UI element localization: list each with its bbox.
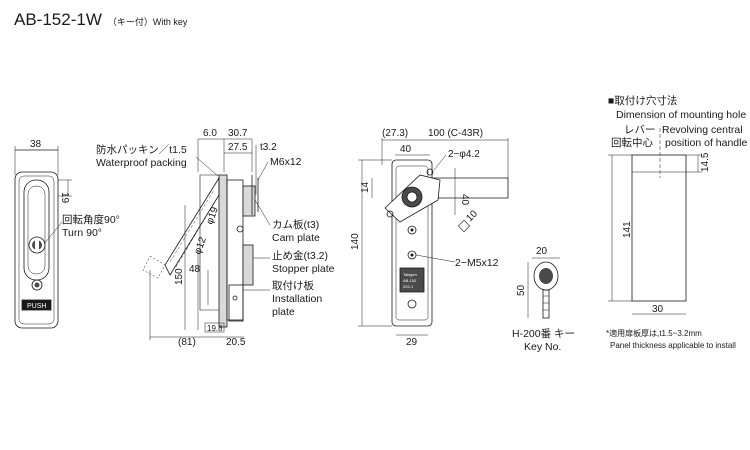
dim-27-3: (27.3) bbox=[382, 128, 408, 139]
revolving-label-en2: position of handle bbox=[665, 137, 747, 149]
packing-label-jp: 防水パッキン／t1.5 bbox=[96, 143, 187, 156]
m6x12-label: M6x12 bbox=[270, 156, 302, 168]
installation-plate bbox=[228, 284, 244, 322]
key-view: 20 50 H-200番 キー Key No. bbox=[512, 246, 575, 353]
note-jp: *適用扉板厚は,t1.5~3.2mm bbox=[606, 328, 702, 338]
front-view: 38 19 PUSH 回転角度90° Turn 90° bbox=[14, 139, 120, 329]
dim-box-19-8 bbox=[204, 322, 225, 333]
dim-48: 48 bbox=[189, 264, 201, 275]
dim-100: 100 (C-43R) bbox=[428, 128, 483, 139]
cam-plate-label-en: Cam plate bbox=[272, 232, 320, 244]
dim-20-5: 20.5 bbox=[226, 337, 246, 348]
dim-14: 14 bbox=[360, 181, 371, 193]
plate-text-1: Takigen bbox=[403, 272, 417, 277]
back-view: (27.3) 100 (C-43R) 40 2−φ4.2 14 40 10 bbox=[350, 128, 509, 348]
name-plate bbox=[399, 267, 425, 293]
square-shaft bbox=[457, 219, 471, 233]
dim-141: 141 bbox=[622, 221, 633, 238]
dim-19-front: 19 bbox=[59, 192, 70, 204]
dim-20-key: 20 bbox=[536, 246, 548, 257]
rotation-label-en: Turn 90° bbox=[62, 227, 102, 239]
lever-label-jp: レバー bbox=[624, 124, 656, 136]
side-view: 6.0 30.7 27.5 t3.2 防水パッキン／t1.5 Waterproo… bbox=[96, 128, 335, 348]
dim-38: 38 bbox=[30, 139, 42, 150]
dim-phi4-2: 2−φ4.2 bbox=[448, 149, 480, 160]
screw-upper bbox=[407, 225, 417, 235]
dim-19-8: 19.8 bbox=[207, 324, 223, 333]
key-blade bbox=[542, 289, 550, 319]
dim-m5x12: 2−M5x12 bbox=[455, 257, 499, 269]
plate-text-3: 202-1 bbox=[403, 284, 414, 289]
stopper-label-jp: 止め金(t3.2) bbox=[272, 249, 328, 262]
cam-plate-label-jp: カム板(t3) bbox=[272, 218, 319, 231]
stopper-label-en: Stopper plate bbox=[272, 263, 335, 275]
dim-6-0: 6.0 bbox=[203, 128, 217, 139]
cam-plate bbox=[242, 185, 256, 217]
key-label-jp: H-200番 キー bbox=[512, 328, 575, 340]
drawing-title: AB-152-1W （キー付）With key bbox=[14, 10, 187, 30]
mounting-hole-view: ■取付け穴寸法 Dimension of mounting hole レバー 回… bbox=[606, 94, 747, 350]
note-en: Panel thickness applicable to install bbox=[610, 341, 736, 350]
rotation-label-jp: 回転角度90° bbox=[62, 213, 120, 226]
dim-14-5: 14.5 bbox=[700, 152, 711, 172]
dim-40-side: 40 bbox=[459, 194, 470, 206]
plate-text-2: AB-152 bbox=[403, 278, 417, 283]
packing-label-en: Waterproof packing bbox=[96, 157, 187, 169]
dim-81: (81) bbox=[178, 337, 196, 348]
dim-10: 10 bbox=[464, 208, 480, 224]
handle-raised bbox=[164, 176, 220, 276]
stopper-plate bbox=[242, 244, 254, 286]
push-button bbox=[21, 299, 52, 311]
dim-40-top: 40 bbox=[400, 144, 412, 155]
revolving-label-en1: Revolving central bbox=[662, 124, 743, 136]
install-label-en2: plate bbox=[272, 306, 295, 318]
center-label-jp: 回転中心 bbox=[611, 136, 653, 149]
mounting-hole-rect bbox=[631, 154, 687, 302]
keyhole bbox=[31, 279, 43, 291]
install-label-jp: 取付け板 bbox=[272, 279, 314, 292]
lock-cylinder bbox=[28, 236, 46, 254]
dim-phi12: φ12 bbox=[192, 235, 209, 256]
model-variant: （キー付）With key bbox=[107, 17, 188, 27]
dim-140: 140 bbox=[350, 233, 361, 250]
install-label-en1: Installation bbox=[272, 293, 322, 305]
dim-50-key: 50 bbox=[516, 284, 527, 296]
dim-t3-2: t3.2 bbox=[260, 142, 277, 153]
push-label: PUSH bbox=[27, 303, 46, 310]
panel-section bbox=[218, 174, 228, 328]
dim-150: 150 bbox=[174, 268, 185, 285]
model-number: AB-152-1W bbox=[14, 10, 102, 29]
back-body bbox=[391, 159, 433, 327]
mounting-title-jp: ■取付け穴寸法 bbox=[608, 94, 677, 107]
front-body-outline bbox=[14, 171, 59, 329]
dim-phi19: φ19 bbox=[204, 205, 221, 226]
dim-29: 29 bbox=[406, 337, 418, 348]
dim-30-7: 30.7 bbox=[228, 128, 248, 139]
key-label-en: Key No. bbox=[524, 341, 561, 353]
dim-30: 30 bbox=[652, 304, 664, 315]
dim-27-5: 27.5 bbox=[228, 142, 248, 153]
mounting-title-en: Dimension of mounting hole bbox=[616, 109, 746, 121]
